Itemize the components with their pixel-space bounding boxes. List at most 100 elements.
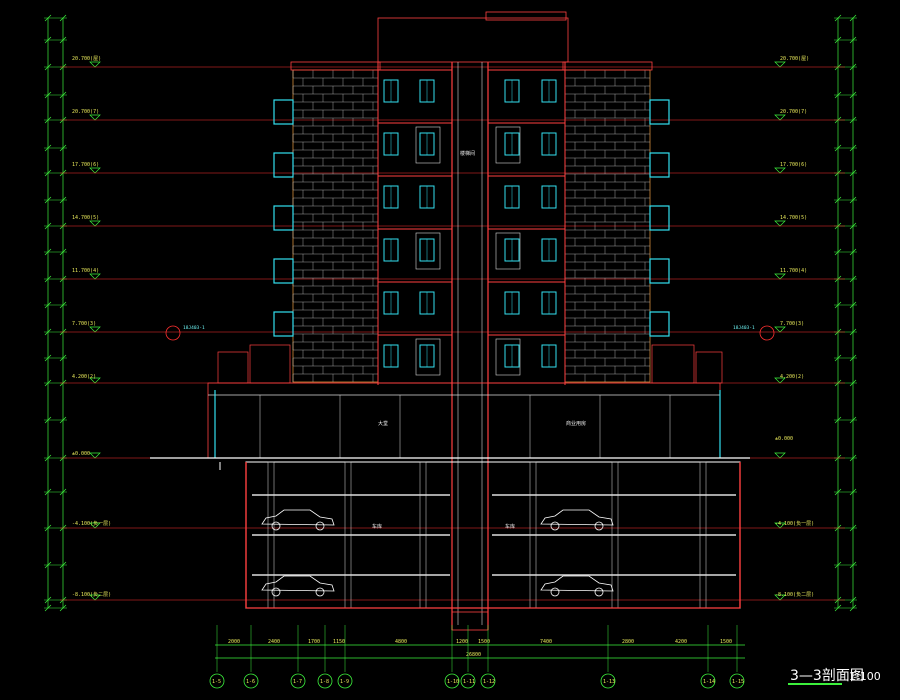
axis-bubble (209, 673, 225, 689)
car-icon (261, 509, 335, 531)
axis-label: 1-6 (246, 679, 255, 685)
axis-bubble (243, 673, 259, 689)
balcony (649, 152, 670, 178)
podium (207, 382, 721, 459)
floor-label: 7.700(3) (780, 321, 804, 327)
level-marker (89, 114, 101, 121)
floor-label: 17.700(6) (780, 162, 807, 168)
level-marker (89, 273, 101, 280)
balcony (273, 99, 294, 125)
axis-bubble (700, 673, 716, 689)
axis-bubble (480, 673, 496, 689)
callout-label: 18J403-1 (183, 325, 205, 331)
callout-label: 18J403-1 (733, 325, 755, 331)
level-marker (774, 452, 786, 459)
balcony (649, 258, 670, 284)
drawing-scale: 1:100 (849, 670, 881, 683)
level-marker (774, 114, 786, 121)
car-icon (540, 509, 614, 531)
axis-label: 1-9 (340, 679, 349, 685)
door (415, 126, 441, 164)
car-body (261, 575, 335, 592)
building-section (150, 11, 750, 631)
level-marker (89, 377, 101, 384)
pit (451, 611, 489, 631)
dim-value: 1200 (456, 639, 468, 645)
level-marker (89, 594, 101, 601)
callout-circle (165, 325, 181, 341)
room-label-group: 楼梯间 大堂 商业用房 车库 车库 (372, 150, 586, 530)
axis-label: 1-8 (320, 679, 329, 685)
level-marker (774, 273, 786, 280)
dim-value: 1500 (478, 639, 490, 645)
door (495, 126, 521, 164)
car-wheel (594, 521, 604, 531)
floor-label: ±0.000 (775, 436, 793, 442)
floor-label: 20.700(7) (72, 109, 99, 115)
axis-bubble (729, 673, 745, 689)
dim-value: 1700 (308, 639, 320, 645)
level-marker (89, 220, 101, 227)
axis-label: 1-7 (293, 679, 302, 685)
axis-label: 1-11 (463, 679, 475, 685)
floor-label: 7.700(3) (72, 321, 96, 327)
roof-top-cap (485, 11, 567, 21)
axis-label: 1-15 (732, 679, 744, 685)
dim-value: 2000 (228, 639, 240, 645)
level-marker (774, 220, 786, 227)
dim-value: 7400 (540, 639, 552, 645)
car-wheel (550, 587, 560, 597)
floor-label: 20.700(屋) (780, 56, 809, 62)
drawing-title-block: 3—3剖面图 1:100 (788, 668, 881, 685)
dim-value: 2400 (268, 639, 280, 645)
floor-label: 14.700(5) (72, 215, 99, 221)
parapet (290, 61, 381, 71)
level-marker (774, 522, 786, 529)
balcony (273, 258, 294, 284)
door (495, 338, 521, 376)
balcony (649, 311, 670, 337)
axis-label: 1-5 (212, 679, 221, 685)
level-marker (89, 452, 101, 459)
door (495, 232, 521, 270)
car-wheel (550, 521, 560, 531)
parapet (562, 61, 653, 71)
podium-room (249, 344, 291, 384)
floor-label: 20.700(屋) (72, 56, 101, 62)
car-wheel (315, 587, 325, 597)
dim-value: 4800 (395, 639, 407, 645)
podium-room (217, 351, 249, 384)
dim-value: 4200 (675, 639, 687, 645)
car-wheel (315, 521, 325, 531)
level-marker (774, 377, 786, 384)
floor-label: 4.200(2) (780, 374, 804, 380)
door (415, 232, 441, 270)
axis-label: 1-12 (483, 679, 495, 685)
level-marker (774, 167, 786, 174)
floor-label: 17.700(6) (72, 162, 99, 168)
floor-label: -4.100(负一层) (72, 520, 111, 527)
level-marker (774, 61, 786, 68)
callout-group: 18J403-1 18J403-1 (165, 325, 775, 341)
floor-label: 4.200(2) (72, 374, 96, 380)
floor-label: -8.100(负二层) (72, 591, 111, 598)
roof-stair-top (377, 17, 569, 63)
balcony (649, 99, 670, 125)
level-marker (89, 326, 101, 333)
door (415, 338, 441, 376)
dim-value: 1500 (720, 639, 732, 645)
floor-label: 14.700(5) (780, 215, 807, 221)
dim-value: 1150 (333, 639, 345, 645)
level-marker (774, 326, 786, 333)
room-label-lobby: 大堂 (378, 420, 388, 427)
car-body (540, 575, 614, 592)
balcony (273, 152, 294, 178)
bottom-dimension-chain: 2000 2400 1700 1150 4800 1200 1500 7400 … (215, 639, 745, 659)
axis-bubble (290, 673, 306, 689)
floor-label: 20.700(7) (780, 109, 807, 115)
balcony (273, 311, 294, 337)
vertical-dimension-chains (44, 14, 857, 612)
room-label-mall: 商业用房 (566, 420, 586, 427)
